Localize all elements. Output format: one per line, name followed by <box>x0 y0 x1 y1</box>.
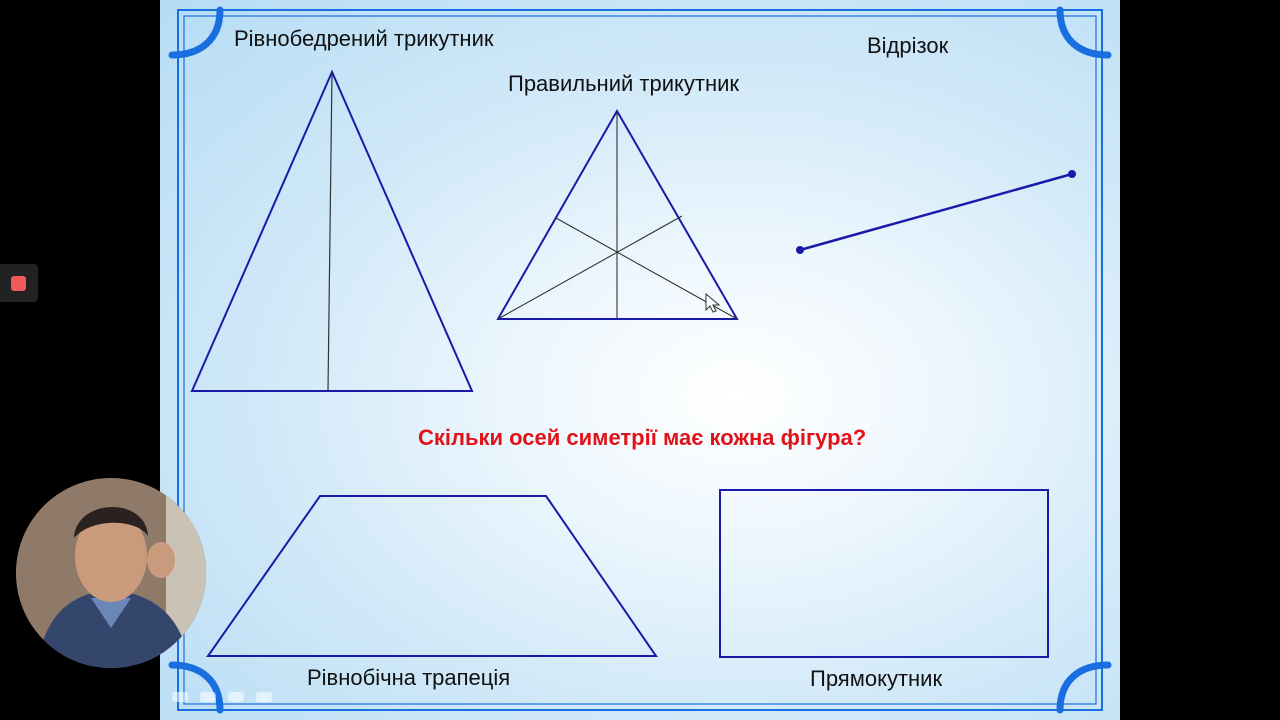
label-segment: Відрізок <box>867 33 949 58</box>
presenter-webcam-overlay <box>16 478 206 668</box>
record-stop-button[interactable] <box>0 264 38 302</box>
rectangle-shape <box>719 489 1049 658</box>
label-equilateral-triangle: Правильний трикутник <box>508 71 740 96</box>
label-isosceles-triangle: Рівнобедрений трикутник <box>234 26 494 51</box>
label-isosceles-trapezoid: Рівнобічна трапеція <box>307 665 511 690</box>
label-rectangle: Прямокутник <box>810 666 943 691</box>
symmetry-question: Скільки осей симетрії має кожна фігура? <box>418 425 867 450</box>
isosceles-triangle-shape <box>190 69 474 392</box>
isosceles-trapezoid-shape <box>206 495 658 657</box>
record-stop-icon <box>11 276 26 291</box>
equilateral-triangle-shape <box>496 108 739 320</box>
presenter-video <box>16 478 206 668</box>
next-slide-icon[interactable] <box>256 692 272 702</box>
segment-shape <box>796 170 1076 254</box>
slide-navigation-controls[interactable] <box>172 692 272 702</box>
menu-icon[interactable] <box>228 692 244 702</box>
presentation-slide: Рівнобедрений трикутник Правильний трику… <box>160 0 1120 720</box>
mouse-cursor-icon <box>705 292 721 313</box>
slide-graphics <box>168 6 1112 714</box>
pen-icon[interactable] <box>200 692 216 702</box>
isosceles-symmetry-axis <box>327 71 333 392</box>
slide-frame <box>168 6 1112 714</box>
prev-slide-icon[interactable] <box>172 692 188 702</box>
